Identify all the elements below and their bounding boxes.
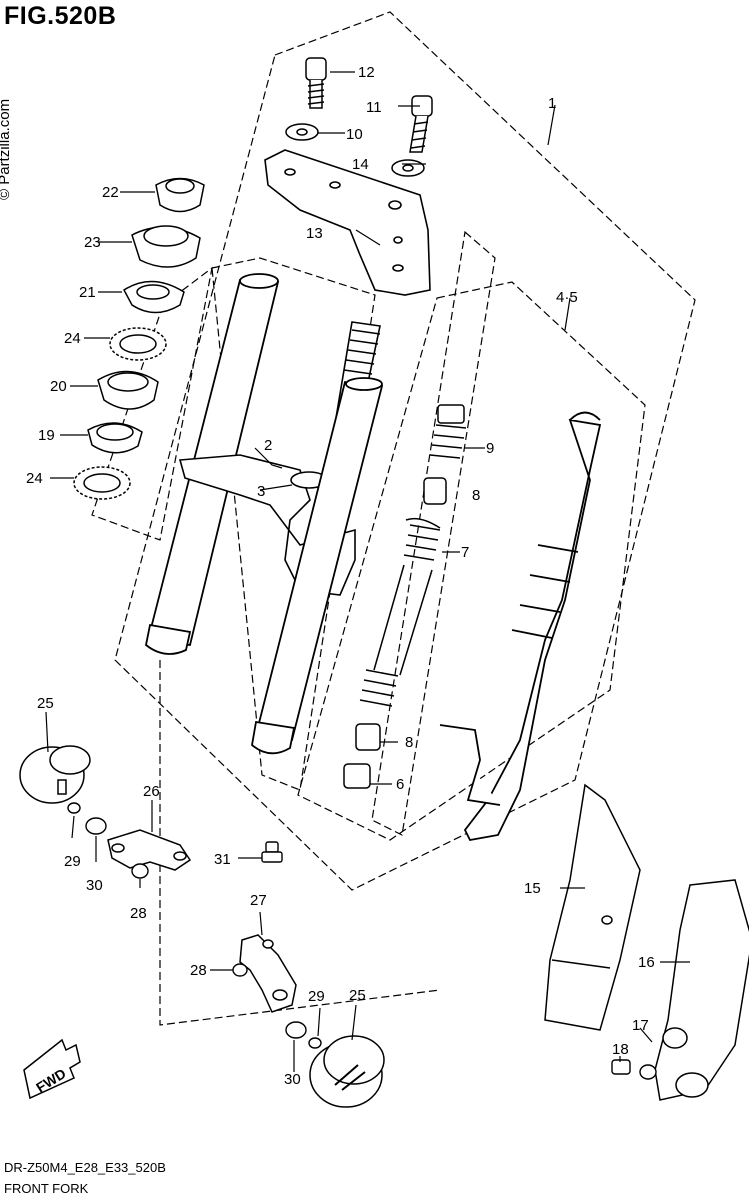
inner-tube-right xyxy=(251,377,384,755)
spring-7-upper xyxy=(403,517,441,561)
callout-22: 22 xyxy=(102,184,119,201)
nut-22 xyxy=(155,177,205,213)
callout-24-lower: 24 xyxy=(26,470,43,487)
reflector-25-right xyxy=(309,1035,385,1108)
callout-28-left: 28 xyxy=(130,905,147,922)
callout-13: 13 xyxy=(306,225,323,242)
callout-2: 2 xyxy=(264,437,272,454)
callout-26: 26 xyxy=(143,783,160,800)
callout-23: 23 xyxy=(84,234,101,251)
bearing-24-lower xyxy=(73,466,131,500)
callout-16: 16 xyxy=(638,954,655,971)
callout-15: 15 xyxy=(524,880,541,897)
callout-21: 21 xyxy=(79,284,96,301)
race-20 xyxy=(97,370,159,410)
callout-25-right: 25 xyxy=(349,987,366,1004)
callout-17: 17 xyxy=(632,1017,649,1034)
callout-27: 27 xyxy=(250,892,267,909)
bracket-27 xyxy=(239,934,297,1013)
callout-8-upper: 8 xyxy=(472,487,480,504)
race-23 xyxy=(131,225,201,268)
nut-28-left xyxy=(131,863,149,879)
callout-25-left: 25 xyxy=(37,695,54,712)
callout-29-right: 29 xyxy=(308,988,325,1005)
callout-7: 7 xyxy=(461,544,469,561)
callout-29-left: 29 xyxy=(64,853,81,870)
collar-8-upper xyxy=(423,477,447,505)
fork-guard-15 xyxy=(544,783,641,1031)
race-19 xyxy=(87,422,143,454)
reflector-25-left xyxy=(19,745,91,804)
callout-4-5: 4·5 xyxy=(556,289,578,306)
spring-seat-9 xyxy=(429,404,467,459)
bolt-31 xyxy=(261,841,283,863)
washer-30-right xyxy=(285,1021,307,1039)
bracket-26 xyxy=(107,829,192,871)
callout-20: 20 xyxy=(50,378,67,395)
callout-24-upper: 24 xyxy=(64,330,81,347)
bolt-12 xyxy=(305,57,327,109)
model-code: DR-Z50M4_E28_E33_520B xyxy=(4,1160,166,1175)
lower-boundary xyxy=(159,660,441,1026)
nut-28-right xyxy=(232,963,248,977)
callout-8-lower: 8 xyxy=(405,734,413,751)
callout-30-left: 30 xyxy=(86,877,103,894)
bolt-18 xyxy=(611,1059,631,1075)
fork-guard-16 xyxy=(654,879,749,1101)
outer-tube xyxy=(439,411,602,842)
collar-8-lower xyxy=(355,723,381,751)
callout-3: 3 xyxy=(257,483,265,500)
callout-30-right: 30 xyxy=(284,1071,301,1088)
figure-title: FIG.520B xyxy=(4,2,117,30)
callout-14: 14 xyxy=(352,156,369,173)
callout-1: 1 xyxy=(548,95,556,112)
outer-tube-boundary xyxy=(297,281,646,841)
nut-29-left xyxy=(67,802,81,814)
bearing-24-upper xyxy=(109,327,167,361)
callout-19: 19 xyxy=(38,427,55,444)
washer-30-left xyxy=(85,817,107,835)
callout-6: 6 xyxy=(396,776,404,793)
fwd-arrow: FWD xyxy=(23,1038,81,1100)
callout-9: 9 xyxy=(486,440,494,457)
assembly-boundary xyxy=(114,11,696,891)
callout-31: 31 xyxy=(214,851,231,868)
top-bracket xyxy=(264,149,431,296)
diagram-caption: FRONT FORK xyxy=(4,1181,89,1196)
spring-7-lower xyxy=(359,669,399,707)
spring-boundary xyxy=(371,230,496,836)
callout-10: 10 xyxy=(346,126,363,143)
callout-18: 18 xyxy=(612,1041,629,1058)
nut-29-right xyxy=(308,1037,322,1049)
race-21 xyxy=(123,280,185,314)
watermark: © Partzilla.com xyxy=(0,98,13,200)
bolt-11 xyxy=(409,95,433,153)
callout-12: 12 xyxy=(358,64,375,81)
washer-17 xyxy=(639,1064,657,1080)
fork-rod xyxy=(373,564,433,676)
callout-28-right: 28 xyxy=(190,962,207,979)
collar-6 xyxy=(343,763,371,789)
callout-11: 11 xyxy=(366,99,382,116)
